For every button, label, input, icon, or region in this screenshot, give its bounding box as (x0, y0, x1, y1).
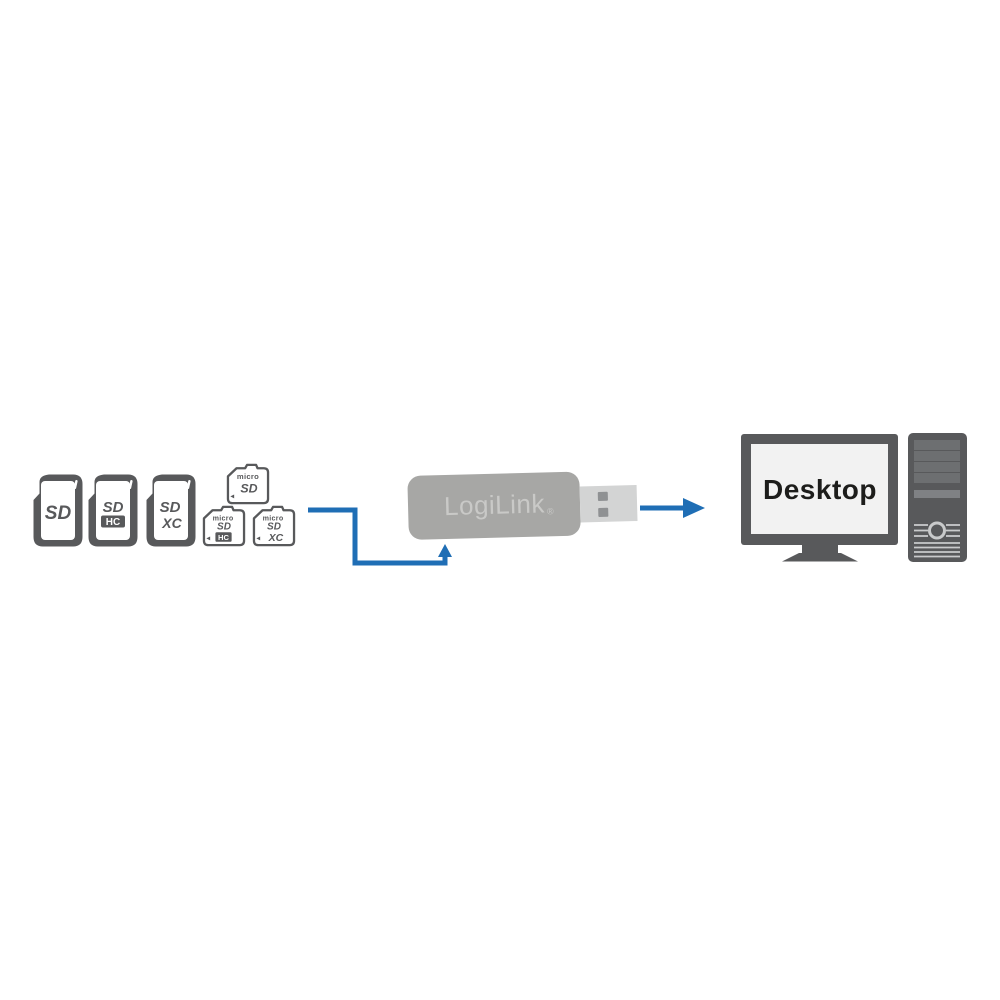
reader-body (407, 471, 581, 540)
microsd-logo-text: SD (240, 482, 257, 496)
desktop-computer: Desktop (741, 433, 967, 562)
sdxc-card-lock-notch (186, 480, 191, 489)
microsdxc-arrow-mark (256, 536, 261, 541)
microsd-arrow-mark (230, 494, 235, 499)
micro-xc-suffix-text: XC (268, 532, 284, 544)
sdhc-card-lock-notch (128, 480, 133, 489)
sdhc-card: SD HC (88, 474, 138, 547)
micro-prefix-text: micro (263, 514, 284, 522)
sdhc-logo-text: SD (103, 499, 124, 516)
sd-logo-text: SD (45, 503, 72, 524)
microsd-card: micro SD (226, 463, 270, 505)
tower-bay-4 (914, 473, 960, 483)
hc-badge-text: HC (106, 517, 120, 528)
usb-contact-top (597, 491, 608, 502)
tower-bay-1 (914, 440, 960, 450)
microsdhc-arrow-mark (206, 536, 211, 541)
sd-card-lock-notch (73, 480, 78, 489)
tower-bay-3 (914, 462, 960, 472)
brand-text: LogiLink® (444, 488, 555, 521)
tower-drive-slot (914, 490, 960, 498)
microsdhc-card-outline (202, 505, 246, 547)
flow-arrowhead-up (438, 544, 452, 557)
sdxc-card: SD XC (146, 474, 196, 547)
usb-connector (579, 485, 638, 523)
micro-hc-badge (215, 532, 232, 542)
microsdxc-card: micro SD XC (252, 505, 296, 547)
tower-bay-2 (914, 451, 960, 461)
usb-contact-bottom (598, 507, 609, 518)
sdxc-logo-text: SD (160, 499, 181, 516)
microsd-card-outline (226, 463, 270, 505)
flow-line (308, 507, 448, 566)
monitor-stand-neck (802, 545, 838, 553)
micro-prefix-text: micro (213, 514, 234, 522)
flow-arrow-reader-to-computer (640, 498, 705, 518)
hc-badge (101, 515, 125, 528)
microsdxc-card-outline (252, 505, 296, 547)
arrow-head-right (683, 498, 705, 518)
micro-hc-badge-text: HC (218, 533, 230, 542)
microsdxc-logo-text: SD (267, 521, 281, 532)
sdxc-card-face (154, 481, 188, 540)
microsdhc-logo-text: SD (217, 521, 231, 532)
registered-mark: ® (547, 506, 554, 516)
micro-prefix-text: micro (237, 472, 259, 481)
monitor-stand-base (782, 553, 858, 562)
xc-suffix-text: XC (161, 515, 182, 531)
screen-label: Desktop (763, 474, 877, 505)
tower-vent-lines (914, 542, 960, 558)
sd-card-face (41, 481, 75, 540)
power-button-icon (914, 521, 960, 540)
flow-arrow-cards-to-reader (308, 507, 452, 566)
monitor-screen (751, 444, 888, 534)
sd-card: SD (33, 474, 83, 547)
usb-card-reader: LogiLink® (407, 471, 638, 540)
microsdhc-card: micro SD HC (202, 505, 246, 547)
brand-name: LogiLink (444, 488, 546, 521)
